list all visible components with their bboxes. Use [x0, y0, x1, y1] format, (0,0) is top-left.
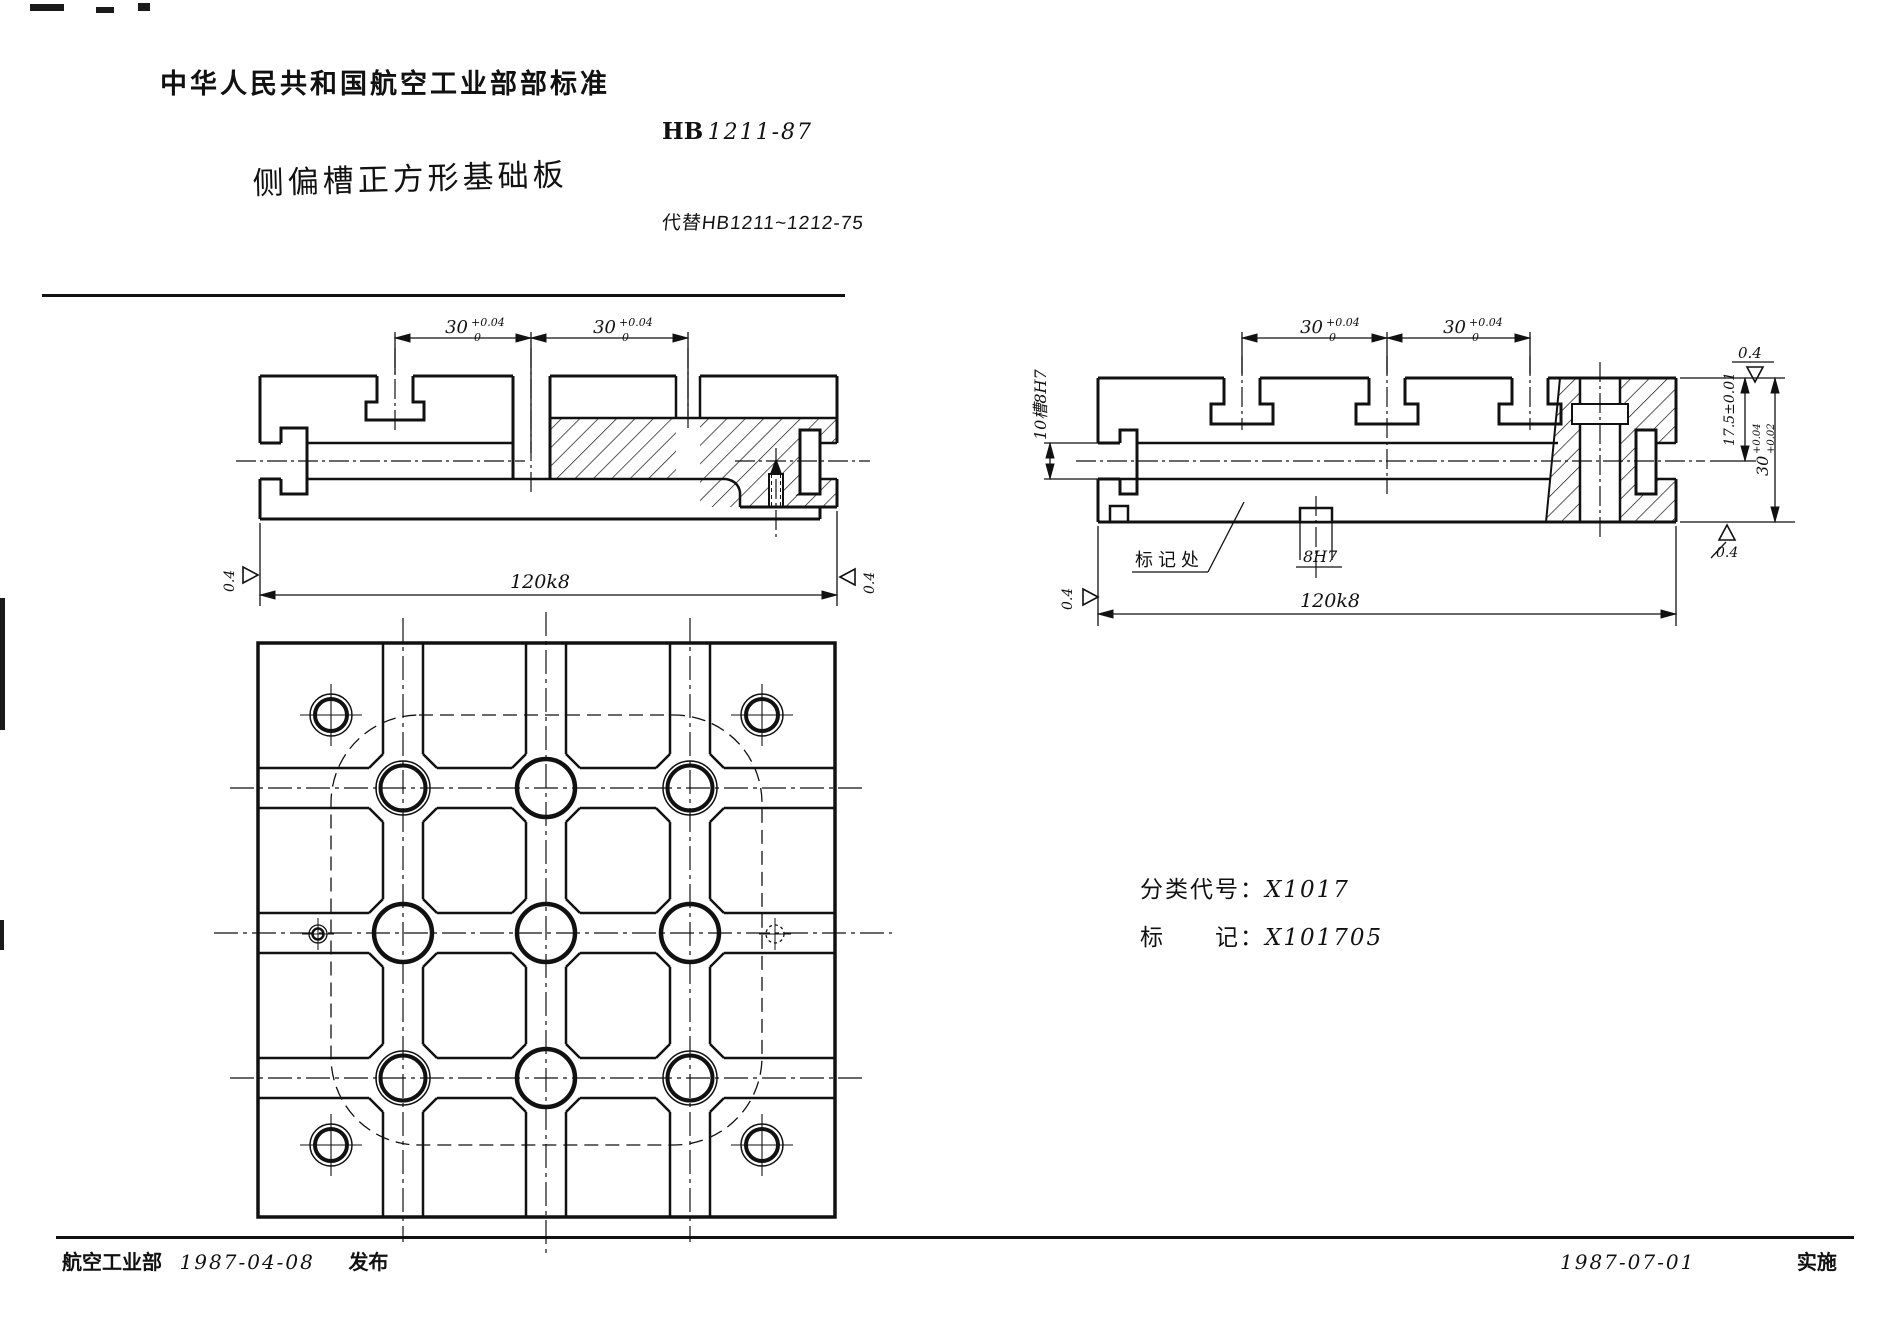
side-dimensions: [1044, 332, 1795, 626]
dim-pitch-2-upper: +0.04: [619, 316, 653, 329]
dim-overall-side: 120k8: [1300, 590, 1360, 612]
svg-text:0.4: 0.4: [862, 572, 878, 594]
dim-pitch-1-lower: 0: [474, 331, 481, 344]
marking-label: 标 记：: [1140, 924, 1265, 950]
dim-height-lower: +0.02: [1766, 423, 1777, 454]
svg-text:10槽8H7: 10槽8H7: [1031, 369, 1050, 440]
page-title: 中华人民共和国航空工业部部标准: [160, 69, 610, 99]
side-view-geometry: [1044, 332, 1795, 626]
scan-artifact: [0, 598, 5, 730]
footer-divider: [56, 1236, 1854, 1239]
impl-date: 1987-07-01: [1560, 1250, 1696, 1274]
impl-label: 实施: [1796, 1252, 1837, 1274]
dim-height-label: 30 +0.04 +0.02: [1752, 423, 1777, 476]
svg-text:30: 30: [1753, 456, 1772, 476]
scan-artifact: [0, 920, 4, 950]
footer-org: 航空工业部: [62, 1252, 162, 1274]
plan-view: [214, 612, 892, 1255]
scan-artifact: [96, 7, 114, 13]
classification-value: X1017: [1265, 877, 1350, 903]
front-view-geometry: [236, 332, 870, 606]
dim-pitch-1: 30: [445, 317, 468, 338]
standard-number-value: 1211-87: [707, 120, 814, 145]
finish-bottom-right-text: 0.4: [1716, 545, 1738, 561]
finish-right-text: 0.4: [862, 572, 878, 594]
footer-right: 1987-07-01 实施: [1560, 1246, 1837, 1275]
finish-left-text: 0.4: [222, 570, 238, 592]
dim-pitch-2-lower: 0: [622, 331, 629, 344]
front-hatching: [550, 418, 837, 507]
plan-slot-channels: [258, 643, 835, 1217]
side-section-view: 30 +0.04 0 30 +0.04 0 10槽8H7 17.5±0.01 3…: [1031, 316, 1795, 626]
classification-label: 分类代号：: [1140, 876, 1265, 902]
dim-pitch-1-upper: +0.04: [471, 316, 505, 329]
marking-value: X101705: [1265, 925, 1384, 951]
header-divider: [42, 294, 845, 297]
dim-pitch-3-lower: 0: [1329, 331, 1336, 344]
dim-pitch-2: 30: [593, 317, 616, 338]
finish-top-right-text: 0.4: [1738, 344, 1762, 362]
front-section-view: 30 +0.04 0 30 +0.04 0 120k8 0.4 0.4: [222, 316, 878, 606]
scan-artifact: [30, 4, 64, 11]
scan-artifact: [138, 3, 150, 11]
svg-text:17.5±0.01: 17.5±0.01: [1722, 372, 1738, 446]
classification-line: 分类代号：X1017: [1140, 870, 1350, 904]
plan-centerlines: [214, 612, 892, 1255]
footer-left: 航空工业部 1987-04-08 发布: [62, 1246, 388, 1275]
dim-pitch-3-upper: +0.04: [1326, 316, 1360, 329]
svg-text:0.4: 0.4: [1060, 588, 1076, 610]
dim-pitch-3: 30: [1300, 317, 1323, 338]
plan-side-holes: [302, 918, 791, 950]
marking-line: 标 记：X101705: [1140, 918, 1383, 952]
release-label: 发布: [348, 1252, 389, 1274]
bottom-slot-label: 8H7: [1303, 547, 1338, 566]
standard-number: HB 1211-87: [662, 118, 813, 145]
standard-prefix: HB: [662, 118, 704, 145]
front-plate-outline: [258, 374, 839, 521]
side-slot-label: 10槽8H7: [1031, 369, 1050, 440]
release-date: 1987-04-08: [179, 1250, 315, 1274]
side-plate-outline: [1096, 376, 1678, 524]
dim-pitch-4: 30: [1443, 317, 1466, 338]
dim-pitch-4-upper: +0.04: [1469, 316, 1503, 329]
svg-text:0.4: 0.4: [222, 570, 238, 592]
dim-step-label: 17.5±0.01: [1722, 372, 1738, 446]
dim-overall-front: 120k8: [510, 571, 570, 593]
finish-bottom-left-text: 0.4: [1060, 588, 1076, 610]
document-title: 侧偏槽正方形基础板: [252, 157, 569, 201]
replaces-note: 代替HB1211~1212-75: [660, 213, 865, 234]
dim-pitch-4-lower: 0: [1472, 331, 1479, 344]
mark-note-label: 标记处: [1135, 550, 1204, 570]
front-dimensions: [258, 332, 839, 606]
dim-height-upper: +0.04: [1752, 423, 1763, 454]
front-finish-symbols: [242, 565, 856, 587]
side-finish-symbols: [1082, 366, 1765, 607]
